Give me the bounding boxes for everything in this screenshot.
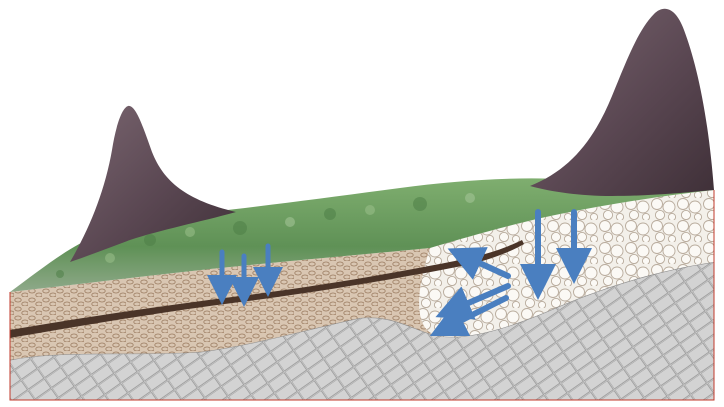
right-peak [530,9,714,196]
